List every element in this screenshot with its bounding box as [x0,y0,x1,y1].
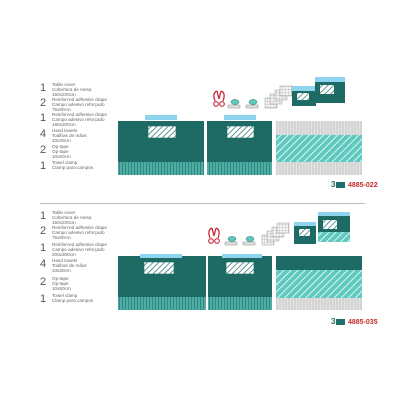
towel-clamp [208,227,220,244]
op-tape-2 [242,236,256,246]
folded-drape-large [318,212,350,242]
item-quantity: 2 [40,276,47,288]
table-drape-2 [207,115,272,175]
table-drape-3 [276,121,362,175]
divider [40,203,365,204]
towel-clamp [213,90,225,107]
item-quantity: 2 [40,144,47,156]
folded-drape-small [292,86,316,106]
op-tape-1 [224,236,238,246]
item-quantity: 4 [40,128,47,140]
item-quantity: 4 [40,258,47,270]
item-quantity: 1 [40,210,47,222]
table-drape-1 [118,115,204,175]
op-tape-2 [245,99,259,109]
item-quantity: 1 [40,160,47,172]
item-quantity: 1 [40,112,47,124]
brand-logo: 3 [331,317,346,326]
table-drape-3 [276,256,362,310]
folded-drape-small [294,222,316,244]
item-quantity: 2 [40,225,47,237]
hand-towels-stack [264,85,293,109]
op-tape-1 [227,99,241,109]
item-quantity: 1 [40,242,47,254]
brand-logo: 3 [331,180,346,189]
hand-towels-stack [261,222,290,246]
table-drape-2 [208,254,272,310]
product-code: 4885-022 [348,182,378,189]
kit-illustration-2 [118,212,362,310]
product-code: 4885-035 [348,319,378,326]
item-quantity: 1 [40,82,47,94]
kit-illustration-1 [118,77,362,175]
folded-drape-large [315,77,345,103]
table-drape-1 [118,254,206,310]
item-quantity: 2 [40,97,47,109]
item-quantity: 1 [40,293,47,305]
